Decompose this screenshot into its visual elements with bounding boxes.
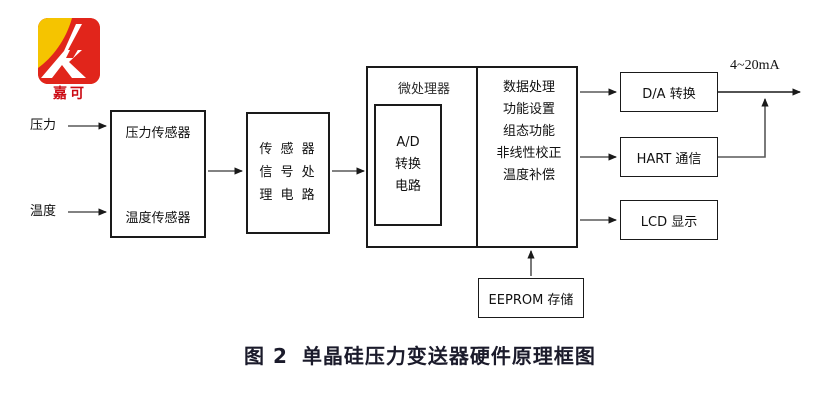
label-pressure-sensor: 压力传感器 <box>125 126 191 141</box>
mpu-column-divider <box>476 68 478 246</box>
label-current-loop: 4~20mA <box>730 58 780 73</box>
line-hart-join <box>718 98 769 158</box>
signal-line-3: 理 电 路 <box>259 188 317 203</box>
logo-mark-icon <box>38 18 100 84</box>
function-item: 功能设置 <box>502 102 555 117</box>
input-label-pressure: 压力 <box>30 118 57 133</box>
microprocessor-function-list: 数据处理 功能设置 组态功能 非线性校正 温度补偿 <box>480 80 578 183</box>
figure-number: 图 2 <box>244 344 288 368</box>
block-sensors: 压力传感器 温度传感器 <box>110 110 206 238</box>
function-item: 组态功能 <box>502 124 555 139</box>
logo-company-name: 嘉可 <box>53 86 87 102</box>
input-label-temperature: 温度 <box>30 204 57 219</box>
block-eeprom-memory: EEPROM 存储 <box>478 278 584 318</box>
signal-line-1: 传 感 器 <box>259 142 317 157</box>
function-item: 温度补偿 <box>502 168 555 183</box>
function-item: 数据处理 <box>502 80 555 95</box>
ad-line-1: A/D <box>396 135 420 150</box>
block-microprocessor: 微处理器 A/D 转换 电路 数据处理 功能设置 组态功能 非线性校正 温度补偿 <box>366 66 578 248</box>
label-microprocessor: 微处理器 <box>397 82 450 97</box>
ad-line-3: 电路 <box>394 179 421 194</box>
block-hart-communication: HART 通信 <box>620 137 718 177</box>
block-da-converter: D/A 转换 <box>620 72 718 112</box>
block-lcd-display: LCD 显示 <box>620 200 718 240</box>
block-signal-conditioning: 传 感 器 信 号 处 理 电 路 <box>246 112 330 234</box>
figure-caption: 图 2 单晶硅压力变送器硬件原理框图 <box>0 340 840 369</box>
ad-line-2: 转换 <box>394 157 421 172</box>
label-temperature-sensor: 温度传感器 <box>125 211 191 226</box>
figure-title: 单晶硅压力变送器硬件原理框图 <box>301 344 596 368</box>
company-logo: 嘉可 <box>38 18 100 102</box>
function-item: 非线性校正 <box>496 146 562 161</box>
signal-line-2: 信 号 处 <box>259 165 317 180</box>
block-ad-converter: A/D 转换 电路 <box>374 104 442 226</box>
